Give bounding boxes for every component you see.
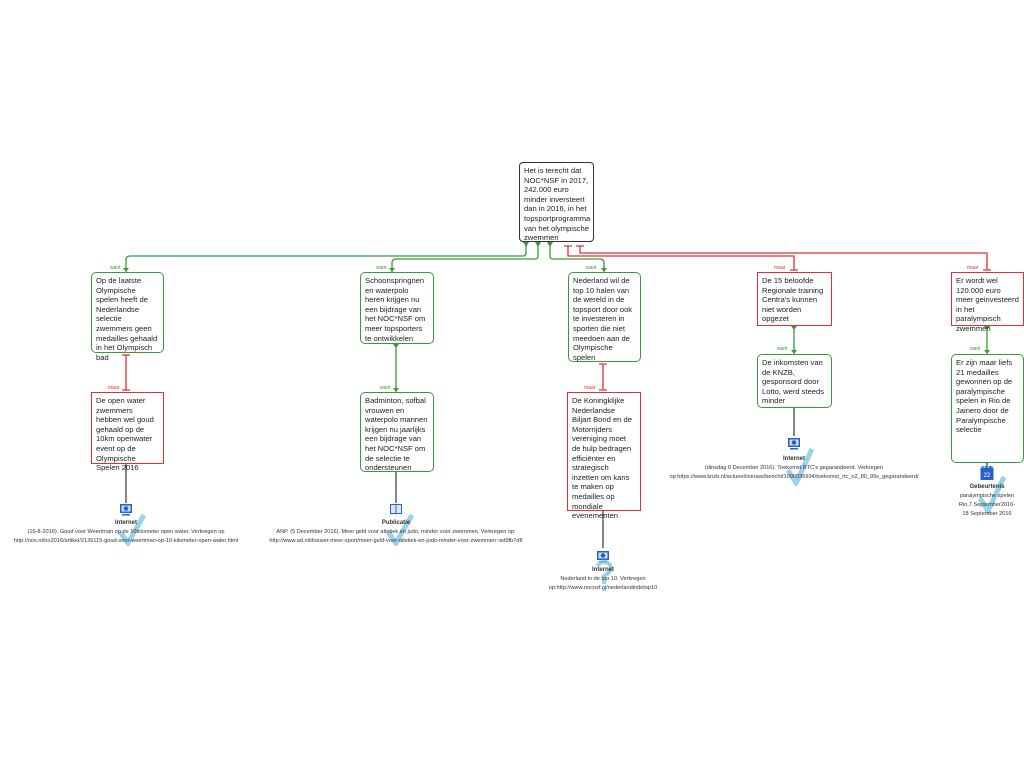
- source-type: Publicatie: [381, 520, 411, 526]
- relation-label-want: want: [970, 346, 981, 352]
- source-4[interactable]: Internet (dinsdag 6 December 2016). Toeko…: [669, 455, 918, 482]
- argument-1-child[interactable]: De open water zwemmers hebben wel goud g…: [91, 392, 164, 472]
- source-type: Internet: [591, 567, 615, 573]
- relation-label-maar: maar: [108, 385, 120, 391]
- relation-label-want: want: [777, 346, 788, 352]
- internet-icon: [788, 438, 800, 450]
- relation-label-want: want: [380, 385, 391, 391]
- source-citation: ANP. (5 December 2016). Meer geld voor a…: [276, 529, 516, 535]
- source-citation: Nederland in de top 10. Verkregen: [560, 576, 646, 582]
- checkmark-icon: [978, 475, 1006, 514]
- relation-label-want: want: [110, 265, 121, 271]
- source-citation: http://nos.nl/rio2016/artikel/2126115-go…: [13, 538, 239, 544]
- argument-2[interactable]: Schoonspringnen en waterpolo heren krijg…: [360, 272, 434, 344]
- argument-5-child[interactable]: Er zijn maar liefs 21 medailles gewonnen…: [951, 354, 1024, 463]
- source-citation: Rio,7 September2016-: [958, 502, 1016, 508]
- source-citation: op:https://www.knzb.nl/actueel/nieuws/be…: [669, 474, 919, 480]
- relation-label-maar: maar: [967, 265, 979, 271]
- source-1[interactable]: Internet (16-8-2016). Goud voor Weertman …: [14, 519, 238, 546]
- argument-4[interactable]: De 15 beloofde Regionale training Centra…: [757, 272, 832, 326]
- source-type: Gebeurtenis: [969, 484, 1005, 490]
- source-citation: (dinsdag 6 December 2016). Toekomst RTC'…: [704, 465, 884, 471]
- publication-icon: [390, 504, 402, 514]
- argument-2-child[interactable]: Badminton, sofbal vrouwen en waterpolo m…: [360, 392, 434, 472]
- argument-1[interactable]: Op de laatste Olympische spelen heeft de…: [91, 272, 164, 362]
- source-citation: (16-8-2016). Goud voor Weertman op de 10…: [27, 529, 225, 535]
- source-citation: paralympische spelen: [959, 493, 1015, 499]
- main-claim[interactable]: Het is terecht dat NOC*NSF in 2017, 242.…: [519, 162, 594, 242]
- argument-3-child[interactable]: De Koningklijke Nederlandse Biljart Bond…: [567, 392, 641, 520]
- checkmark-icon: [386, 513, 414, 546]
- relation-label-want: want: [586, 265, 597, 271]
- argument-4-child[interactable]: De inkomsten van de KNZB, gesponsord doo…: [757, 354, 832, 408]
- source-type: Internet: [114, 520, 138, 526]
- calendar-icon: 22: [980, 466, 994, 480]
- source-citation: http://www.ad.nl/dossier-meer-sport/meer…: [269, 538, 523, 544]
- checkmark-icon: [118, 513, 146, 546]
- internet-icon: [120, 504, 132, 516]
- question-mark-icon: [595, 559, 613, 591]
- relation-label-want: want: [376, 265, 387, 271]
- source-type: Internet: [782, 456, 805, 462]
- checkmark-icon: [786, 447, 814, 486]
- relation-label-maar: maar: [774, 265, 786, 271]
- source-citation: op:http://www.nocnsf.nl/nederlandindetop…: [548, 585, 658, 591]
- source-citation: 18 September 2016: [962, 511, 1012, 517]
- argument-5[interactable]: Er wordt wel 120.000 euro meer geinveste…: [951, 272, 1024, 333]
- relation-label-maar: maar: [584, 385, 596, 391]
- argument-3[interactable]: Nederland wil de top 10 halen van de wer…: [568, 272, 641, 362]
